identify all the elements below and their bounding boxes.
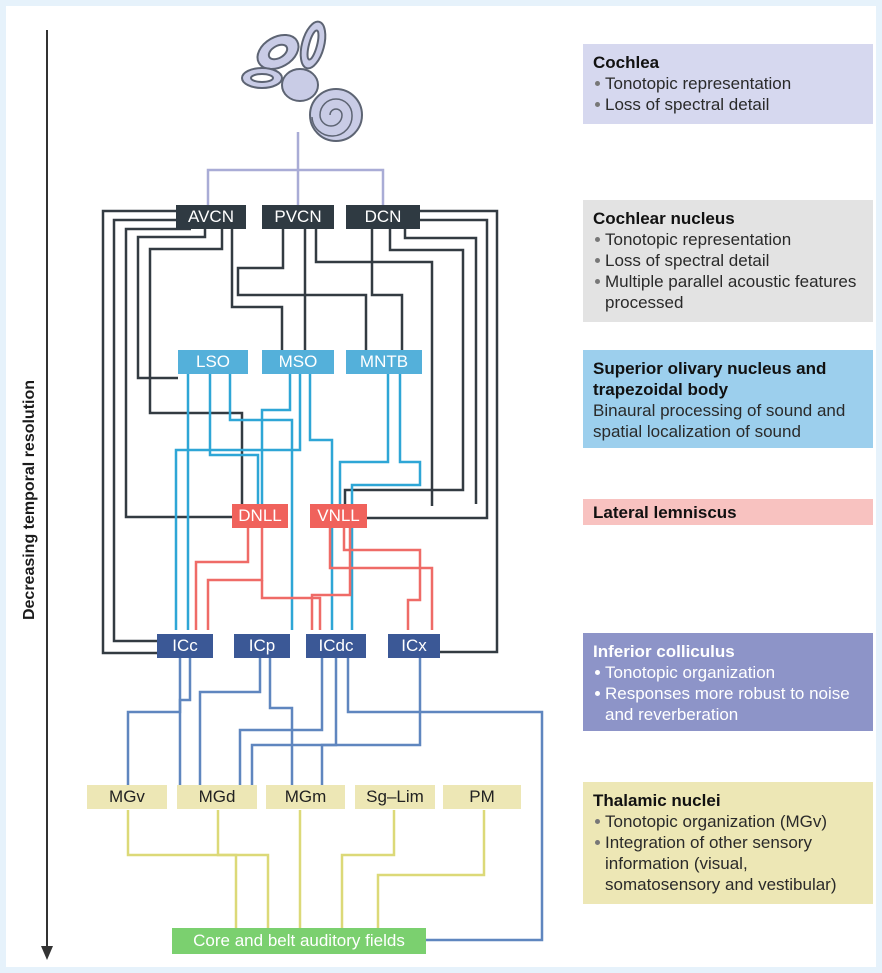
wires-thalamus bbox=[126, 810, 486, 928]
panel-cochlea: Cochlea Tonotopic representation Loss of… bbox=[583, 44, 873, 124]
wires-cochlear-nucleus bbox=[101, 209, 499, 655]
panel-cochlear-nucleus: Cochlear nucleus Tonotopic representatio… bbox=[583, 200, 873, 322]
panel-bullet: Tonotopic organization bbox=[593, 662, 863, 683]
panel-superior-olive: Superior olivary nucleus and trapezoidal… bbox=[583, 350, 873, 448]
node-icdc: ICdc bbox=[306, 634, 366, 658]
temporal-resolution-arrow bbox=[41, 30, 53, 960]
node-icc: ICc bbox=[157, 634, 213, 658]
cochlea-icon bbox=[241, 20, 363, 142]
node-vnll: VNLL bbox=[310, 504, 367, 528]
node-dnll: DNLL bbox=[232, 504, 288, 528]
node-mgd: MGd bbox=[177, 785, 257, 809]
node-mntb: MNTB bbox=[346, 350, 422, 374]
panel-title: Cochlea bbox=[593, 53, 660, 72]
node-avcn: AVCN bbox=[176, 205, 246, 229]
node-cortex: Core and belt auditory fields bbox=[172, 928, 426, 954]
panel-bullet: Loss of spectral detail bbox=[593, 250, 863, 271]
panel-colliculus: Inferior colliculus Tonotopic organizati… bbox=[583, 633, 873, 731]
axis-label: Decreasing temporal resolution bbox=[10, 350, 50, 650]
node-lso: LSO bbox=[178, 350, 248, 374]
wires-colliculus bbox=[126, 658, 544, 942]
panel-list: Tonotopic organization Responses more ro… bbox=[593, 662, 863, 725]
panel-bullet: Tonotopic organization (MGv) bbox=[593, 811, 863, 832]
panel-title: Superior olivary nucleus and trapezoidal… bbox=[593, 359, 827, 399]
panel-bullet: Loss of spectral detail bbox=[593, 94, 863, 115]
panel-bullet: Multiple parallel acoustic features proc… bbox=[593, 271, 863, 313]
panel-title: Cochlear nucleus bbox=[593, 209, 735, 228]
node-dcn: DCN bbox=[346, 205, 420, 229]
panel-list: Tonotopic representation Loss of spectra… bbox=[593, 73, 863, 115]
panel-title: Inferior colliculus bbox=[593, 642, 735, 661]
panel-bullet: Responses more robust to noise and rever… bbox=[593, 683, 863, 725]
node-icp: ICp bbox=[234, 634, 290, 658]
panel-text: Binaural processing of sound and spatial… bbox=[593, 401, 846, 441]
wires-cochlea bbox=[206, 132, 385, 205]
panel-lemniscus: Lateral lemniscus bbox=[583, 499, 873, 525]
node-mgm: MGm bbox=[266, 785, 345, 809]
node-icx: ICx bbox=[388, 634, 440, 658]
panel-bullet: Tonotopic representation bbox=[593, 73, 863, 94]
panel-bullet: Tonotopic representation bbox=[593, 229, 863, 250]
panel-thalamus: Thalamic nuclei Tonotopic organization (… bbox=[583, 782, 873, 904]
node-pm: PM bbox=[443, 785, 521, 809]
panel-list: Tonotopic organization (MGv) Integration… bbox=[593, 811, 863, 895]
panel-bullet: Integration of other sensory information… bbox=[593, 832, 863, 895]
node-pvcn: PVCN bbox=[262, 205, 334, 229]
panel-title: Thalamic nuclei bbox=[593, 791, 721, 810]
axis-label-text: Decreasing temporal resolution bbox=[21, 379, 38, 621]
wires-superior-olive bbox=[174, 374, 422, 630]
node-mgv: MGv bbox=[87, 785, 167, 809]
panel-title: Lateral lemniscus bbox=[593, 503, 737, 522]
wires-lemniscus bbox=[194, 528, 434, 630]
node-mso: MSO bbox=[262, 350, 334, 374]
panel-list: Tonotopic representation Loss of spectra… bbox=[593, 229, 863, 313]
node-sglim: Sg–Lim bbox=[355, 785, 435, 809]
